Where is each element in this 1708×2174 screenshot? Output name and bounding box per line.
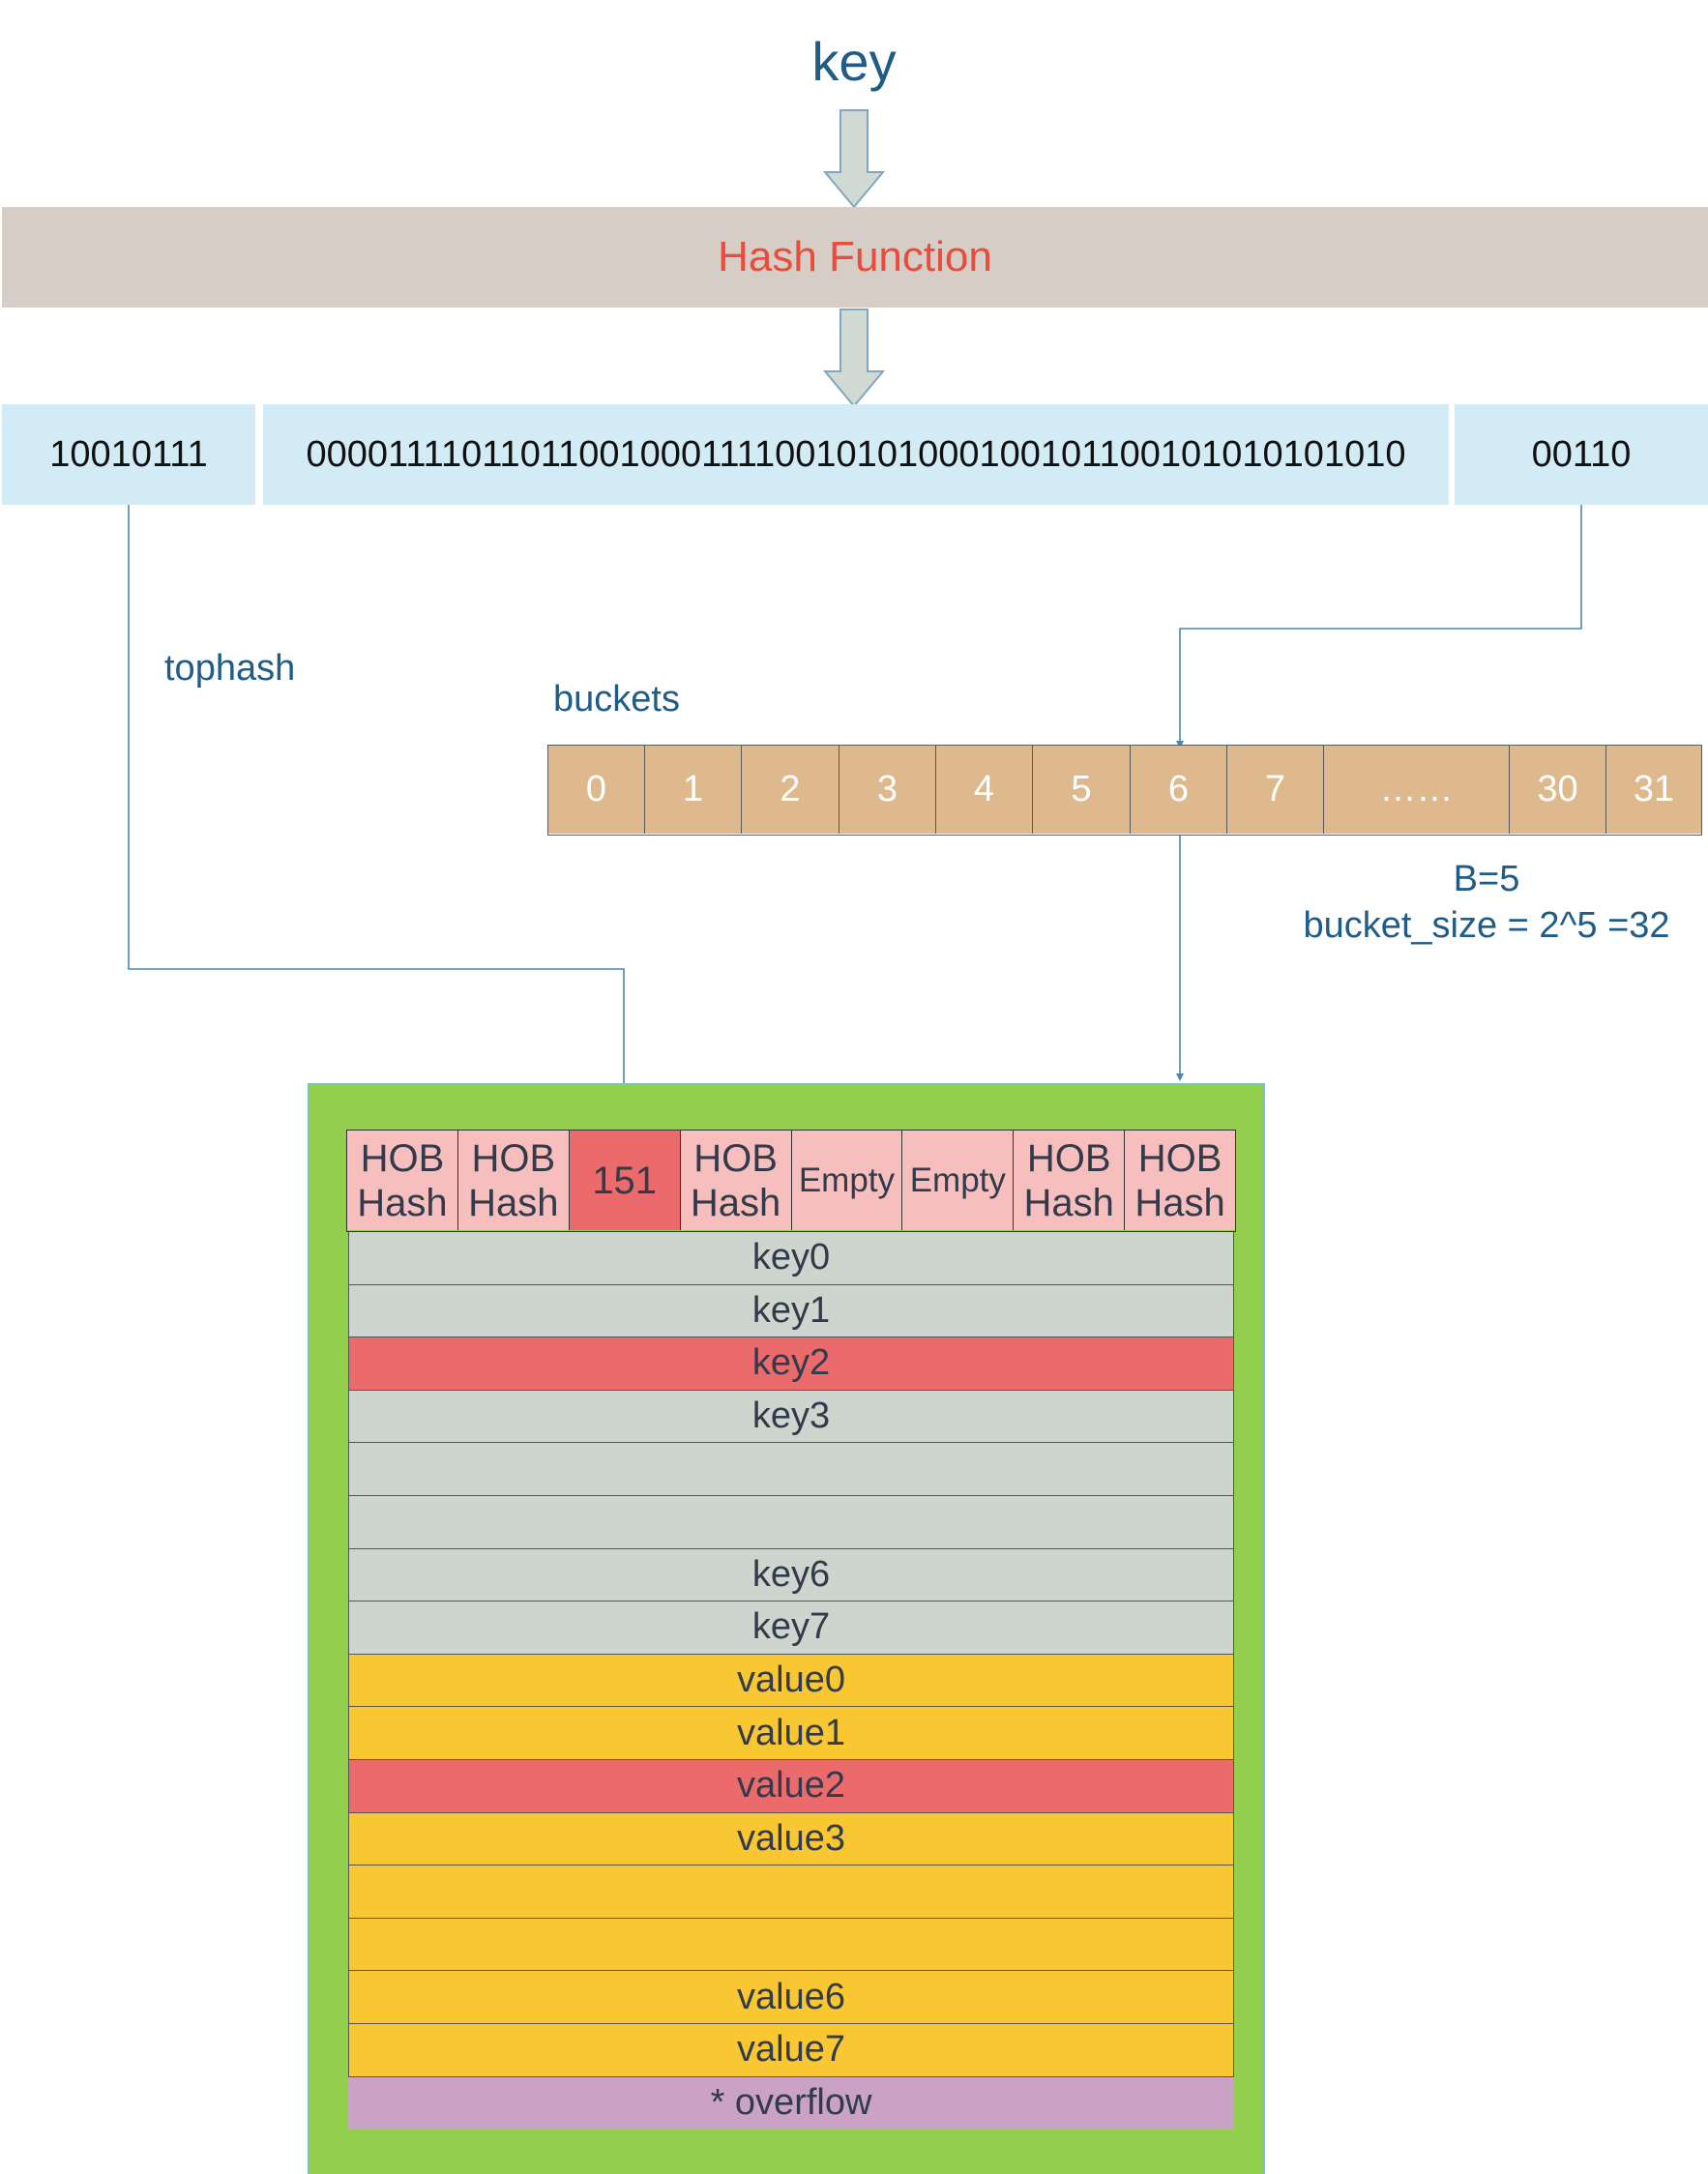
key-slot: key2 (348, 1337, 1234, 1391)
value-slot: value3 (348, 1812, 1234, 1866)
tophash-cell-text: HOB (1137, 1136, 1222, 1180)
value-slot: value6 (348, 1971, 1234, 2024)
down-arrow-icon (822, 308, 886, 408)
tophash-cell-text: Hash (1134, 1181, 1225, 1224)
value-slot: value0 (348, 1654, 1234, 1708)
tophash-cell-text: HOB (471, 1136, 556, 1180)
tophash-cell: Empty (791, 1131, 903, 1230)
overflow-pointer: * overflow (348, 2076, 1234, 2130)
tophash-cell-text: Hash (357, 1181, 448, 1224)
bucket-index-connector (1176, 505, 1582, 749)
tophash-cell-text: HOB (693, 1136, 778, 1180)
value-slot (348, 1866, 1234, 1919)
buckets-label: buckets (553, 679, 680, 720)
tophash-cell: 151 (569, 1131, 681, 1230)
hash-function-band: Hash Function (2, 207, 1708, 308)
tophash-cell-text: Hash (1023, 1181, 1114, 1224)
key-slot: key6 (348, 1548, 1234, 1602)
key-slot (348, 1443, 1234, 1496)
value-slot: value2 (348, 1759, 1234, 1813)
bucket-cell: …… (1324, 746, 1510, 834)
value-slot: value1 (348, 1707, 1234, 1760)
key-slot: key0 (348, 1232, 1234, 1285)
hash-low-bits: 00110 (1455, 404, 1708, 505)
key-slot: key7 (348, 1601, 1234, 1655)
down-arrow-icon (822, 109, 886, 209)
key-slot: key3 (348, 1390, 1234, 1444)
bucket-size-label: bucket_size = 2^5 =32 (1303, 905, 1670, 946)
value-slot (348, 1918, 1234, 1972)
tophash-connector (128, 505, 628, 1133)
tophash-label: tophash (164, 648, 296, 689)
bucket-cell: 30 (1510, 746, 1606, 834)
b-value-label: B=5 (1453, 859, 1520, 899)
tophash-cell-text: Hash (690, 1181, 781, 1224)
bucket-cell: 5 (1033, 746, 1131, 834)
bucket-cell: 31 (1606, 746, 1701, 834)
bucket-cell: 3 (839, 746, 936, 834)
key-slot (348, 1495, 1234, 1549)
hash-high-bits: 10010111 (2, 404, 255, 505)
tophash-cell-text: HOB (1026, 1136, 1111, 1180)
bucket-cell: 6 (1131, 746, 1227, 834)
key-title: key (811, 30, 897, 92)
tophash-cell-text: 151 (592, 1159, 658, 1202)
bucket-cell: 0 (548, 746, 645, 834)
bucket-cell: 4 (936, 746, 1033, 834)
key-slot: key1 (348, 1284, 1234, 1338)
tophash-cell-text: Empty (909, 1160, 1006, 1199)
tophash-cell-text: HOB (360, 1136, 445, 1180)
hash-middle-bits: 0000111101101100100011110010101000100101… (263, 404, 1449, 505)
bucket-cell: 1 (645, 746, 742, 834)
tophash-cell-text: Empty (798, 1160, 896, 1199)
bucket-cell: 7 (1227, 746, 1324, 834)
tophash-cell-text: Hash (468, 1181, 559, 1224)
tophash-cell: Empty (902, 1131, 1015, 1230)
value-slot: value7 (348, 2023, 1234, 2077)
bucket-cell: 2 (742, 746, 839, 834)
